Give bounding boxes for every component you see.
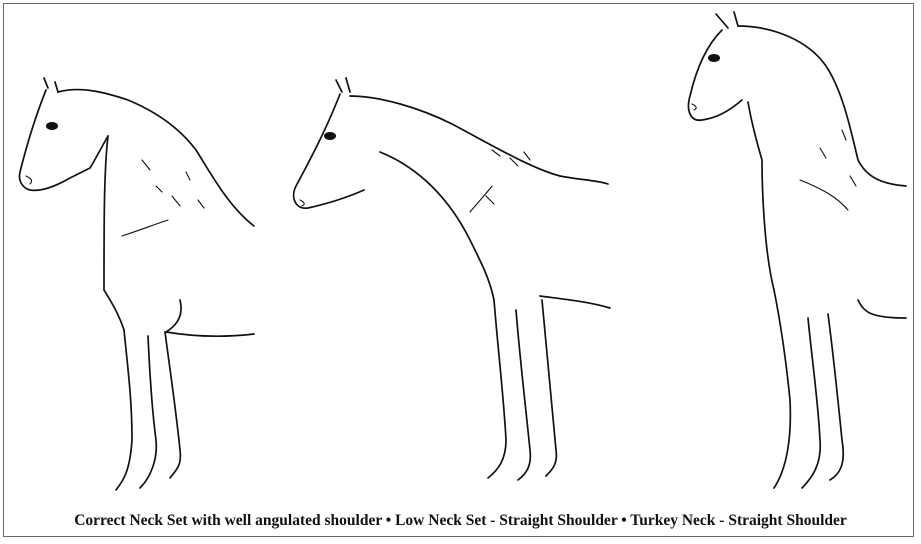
horse-turkey-neck-drawing	[689, 12, 907, 488]
horse-low-neck-set-drawing	[294, 78, 610, 480]
figure-caption: Correct Neck Set with well angulated sho…	[0, 512, 921, 530]
horse-correct-neck-set-drawing	[19, 78, 254, 490]
